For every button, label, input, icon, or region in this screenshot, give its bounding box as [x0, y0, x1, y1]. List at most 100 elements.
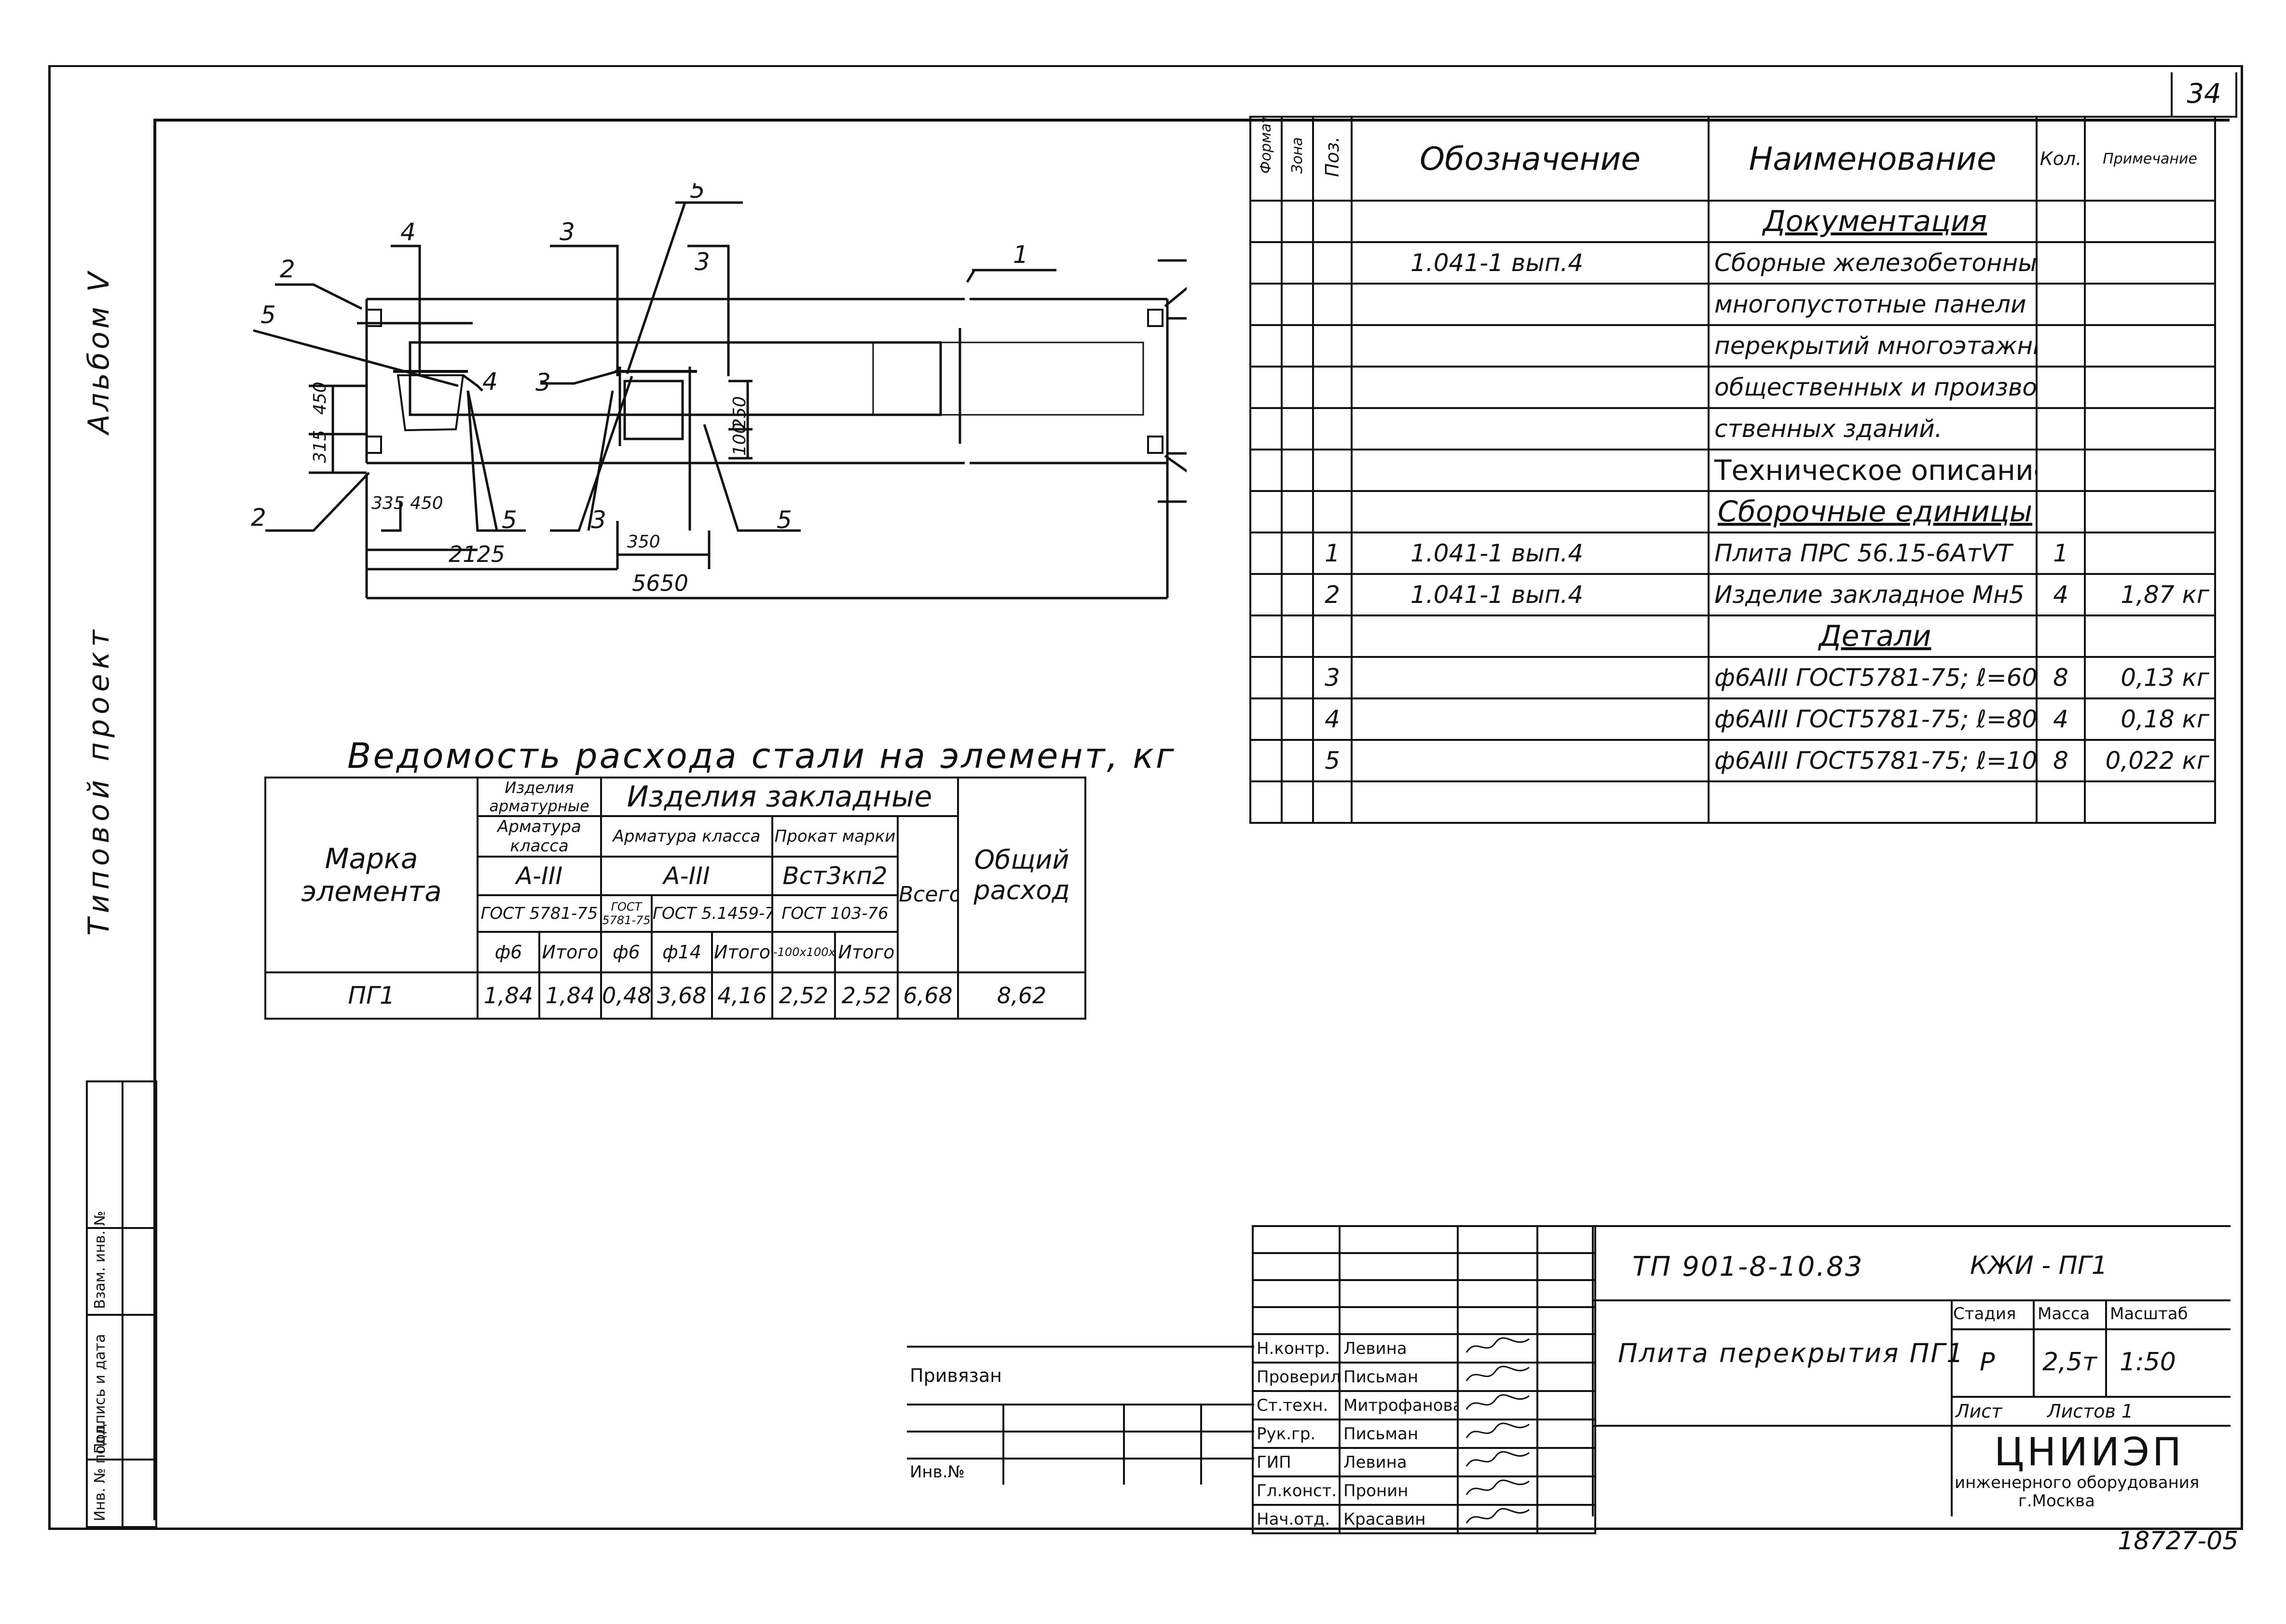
spec-pos — [1312, 490, 1353, 533]
spec-designation — [1351, 780, 1710, 824]
signature-row: Н.контр.Левина — [1252, 1333, 1596, 1364]
gost-5-1459: ГОСТ 5.1459-72 — [651, 894, 773, 933]
dim-250: 250 — [730, 396, 750, 429]
col-designation: Обозначение — [1351, 116, 1710, 202]
spec-qty — [2036, 324, 2086, 368]
spec-pos — [1312, 324, 1353, 368]
spec-pos: 4 — [1312, 697, 1353, 741]
signature-role: Н.контр. — [1252, 1333, 1341, 1364]
signature-name: Левина — [1339, 1333, 1459, 1364]
spec-row: общественных и производ- — [1249, 366, 2216, 409]
spec-qty — [2036, 366, 2086, 409]
spec-qty — [2036, 200, 2086, 243]
spec-note — [2084, 449, 2216, 492]
spec-name: Плита ПРС 56.15-6АтVТ — [1708, 532, 2038, 575]
signature-date — [1536, 1419, 1596, 1449]
spec-zone — [1281, 449, 1314, 492]
spec-qty: 1 — [2036, 532, 2086, 575]
spec-note: 1,87 кг — [2084, 573, 2216, 616]
project-code: ТП 901-8-10.83 — [1632, 1251, 1864, 1283]
label-pos5-left: 5 — [260, 301, 276, 329]
spec-name — [1708, 780, 2038, 824]
value-2: 1,84 — [538, 971, 602, 1020]
stage-header: Стадия — [1953, 1304, 2016, 1324]
organization-subtitle: инженерного оборудования — [1955, 1473, 2200, 1492]
organization-city: г.Москва — [2018, 1491, 2095, 1511]
dim-450-vertical: 450 — [310, 382, 330, 415]
spec-row: перекрытий многоэтажных — [1249, 324, 2216, 368]
signature-name: Пронин — [1339, 1475, 1459, 1506]
project-label: Типовой проект — [82, 625, 116, 936]
handwritten-signature — [1457, 1362, 1538, 1392]
signature-role: ГИП — [1252, 1447, 1341, 1477]
spec-format — [1249, 697, 1283, 741]
label-pos1: 1 — [1013, 241, 1028, 269]
spec-zone — [1281, 697, 1314, 741]
spec-zone — [1281, 200, 1314, 243]
arm-products-header: Изделия арматурные — [477, 777, 602, 817]
spec-qty — [2036, 407, 2086, 450]
col-f6-b: ф6 — [600, 931, 653, 973]
signature-role: Нач.отд. — [1252, 1504, 1341, 1534]
left-margin-stamp: Инв. № подл. Подпись и дата Взам. инв. № — [86, 1080, 157, 1528]
spec-row: многопустотные панели — [1249, 283, 2216, 326]
spec-designation — [1351, 449, 1710, 492]
spec-note — [2084, 532, 2216, 575]
spec-format — [1249, 283, 1283, 326]
signature-date — [1536, 1362, 1596, 1392]
embedded-header: Изделия закладные — [600, 777, 959, 817]
signature-date — [1536, 1447, 1596, 1477]
spec-note — [2084, 780, 2216, 824]
spec-pos: 3 — [1312, 656, 1353, 699]
spec-zone — [1281, 573, 1314, 616]
spec-format — [1249, 614, 1283, 658]
spec-qty — [2036, 780, 2086, 824]
spec-designation — [1351, 739, 1710, 782]
specification-table: Формат Зона Поз. Обозначение Наименовани… — [1249, 116, 2216, 824]
gost-5781-b: ГОСТ 5781-75 — [600, 894, 653, 933]
col-total-1: Итого — [538, 931, 602, 973]
value-6: 2,52 — [771, 971, 836, 1020]
spec-designation — [1351, 283, 1710, 326]
spec-pos — [1312, 449, 1353, 492]
archive-number: 18727-05 — [2118, 1527, 2239, 1556]
spec-designation — [1351, 697, 1710, 741]
attached-block: Привязан Инв.№ — [907, 1346, 1255, 1485]
value-7: 2,52 — [834, 971, 899, 1020]
label-pos3-top: 3 — [560, 218, 575, 246]
spec-pos — [1312, 407, 1353, 450]
gost-5781-a: ГОСТ 5781-75 — [477, 894, 602, 933]
handwritten-signature — [1457, 1333, 1538, 1364]
label-pos4-top: 4 — [400, 218, 416, 246]
spec-name: Техническое описание — [1708, 449, 2038, 492]
spec-zone — [1281, 407, 1314, 450]
spec-format — [1249, 573, 1283, 616]
mark-value: ПГ1 — [264, 971, 479, 1020]
class-b-value: А-III — [600, 856, 773, 896]
spec-zone — [1281, 532, 1314, 575]
spec-pos — [1312, 366, 1353, 409]
spec-qty — [2036, 449, 2086, 492]
col-total-3: Итого — [834, 931, 899, 973]
value-4: 3,68 — [651, 971, 713, 1020]
spec-name: перекрытий многоэтажных — [1708, 324, 2038, 368]
spec-note — [2084, 366, 2216, 409]
col-format: Формат — [1249, 116, 1283, 202]
spec-designation — [1351, 614, 1710, 658]
spec-name: многопустотные панели — [1708, 283, 2038, 326]
label-pos4-side: 4 — [482, 368, 498, 396]
spec-format — [1249, 532, 1283, 575]
spec-row: Сборочные единицы — [1249, 490, 2216, 533]
col-zone: Зона — [1281, 116, 1314, 202]
spec-pos — [1312, 241, 1353, 285]
signature-row: Рук.гр.Письман — [1252, 1419, 1596, 1449]
total-header: Всего — [896, 815, 959, 973]
sheet-label: Лист — [1956, 1401, 2002, 1422]
signature-date — [1536, 1333, 1596, 1364]
dim-5650: 5650 — [632, 570, 688, 596]
spec-note — [2084, 490, 2216, 533]
